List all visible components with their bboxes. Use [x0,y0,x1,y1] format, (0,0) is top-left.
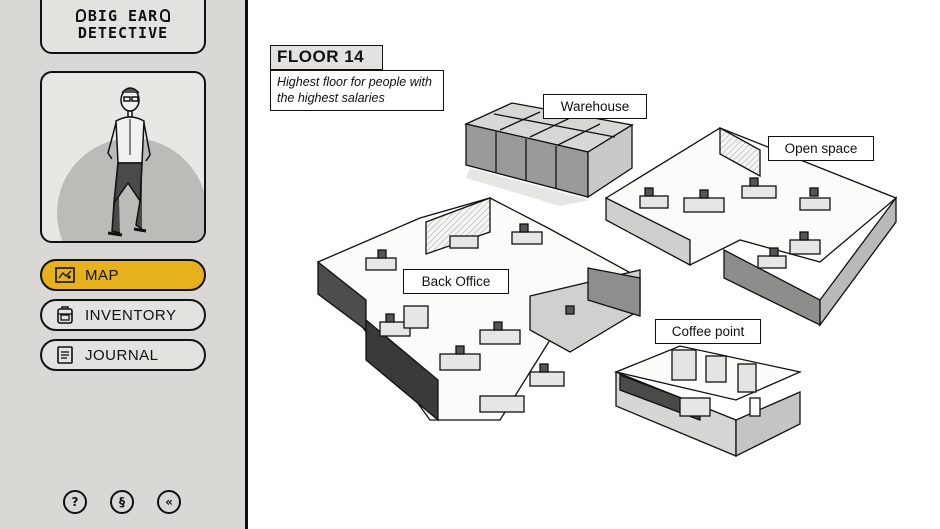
floor-subtitle: Highest floor for people with the highes… [270,70,444,111]
room-label-warehouse[interactable]: Warehouse [543,94,647,119]
journal-button[interactable]: JOURNAL [40,339,206,371]
coffee-point-room[interactable] [613,345,803,458]
floor-title: FLOOR 14 [270,45,383,70]
logo-line-1: BIG EAR [87,7,159,25]
help-button[interactable]: ? [63,490,87,514]
detective-portrait [40,71,206,243]
room-label-coffee-point[interactable]: Coffee point [655,319,761,344]
map-icon [55,267,75,283]
inventory-button-label: INVENTORY [85,306,177,324]
sidebar: BIG EAR DETECTIVE [0,0,248,529]
notebook-icon [57,346,73,364]
room-label-open-space[interactable]: Open space [768,136,874,161]
map-button[interactable]: MAP [40,259,206,291]
collapse-button[interactable]: « [157,490,181,514]
warehouse-room[interactable] [463,102,634,206]
help-icon: ? [71,495,79,509]
link-button[interactable]: § [110,490,134,514]
logo-line-2: DETECTIVE [77,24,169,42]
link-icon: § [119,495,125,509]
ear-icon [75,9,86,22]
backpack-icon [57,306,73,324]
collapse-icon: « [165,495,173,509]
game-logo: BIG EAR DETECTIVE [40,0,206,54]
back-office-room[interactable] [317,197,642,422]
open-space-room[interactable] [604,126,898,327]
detective-illustration [57,87,204,241]
room-label-back-office[interactable]: Back Office [403,269,509,294]
map-button-label: MAP [85,266,120,284]
inventory-button[interactable]: INVENTORY [40,299,206,331]
journal-button-label: JOURNAL [85,346,159,364]
